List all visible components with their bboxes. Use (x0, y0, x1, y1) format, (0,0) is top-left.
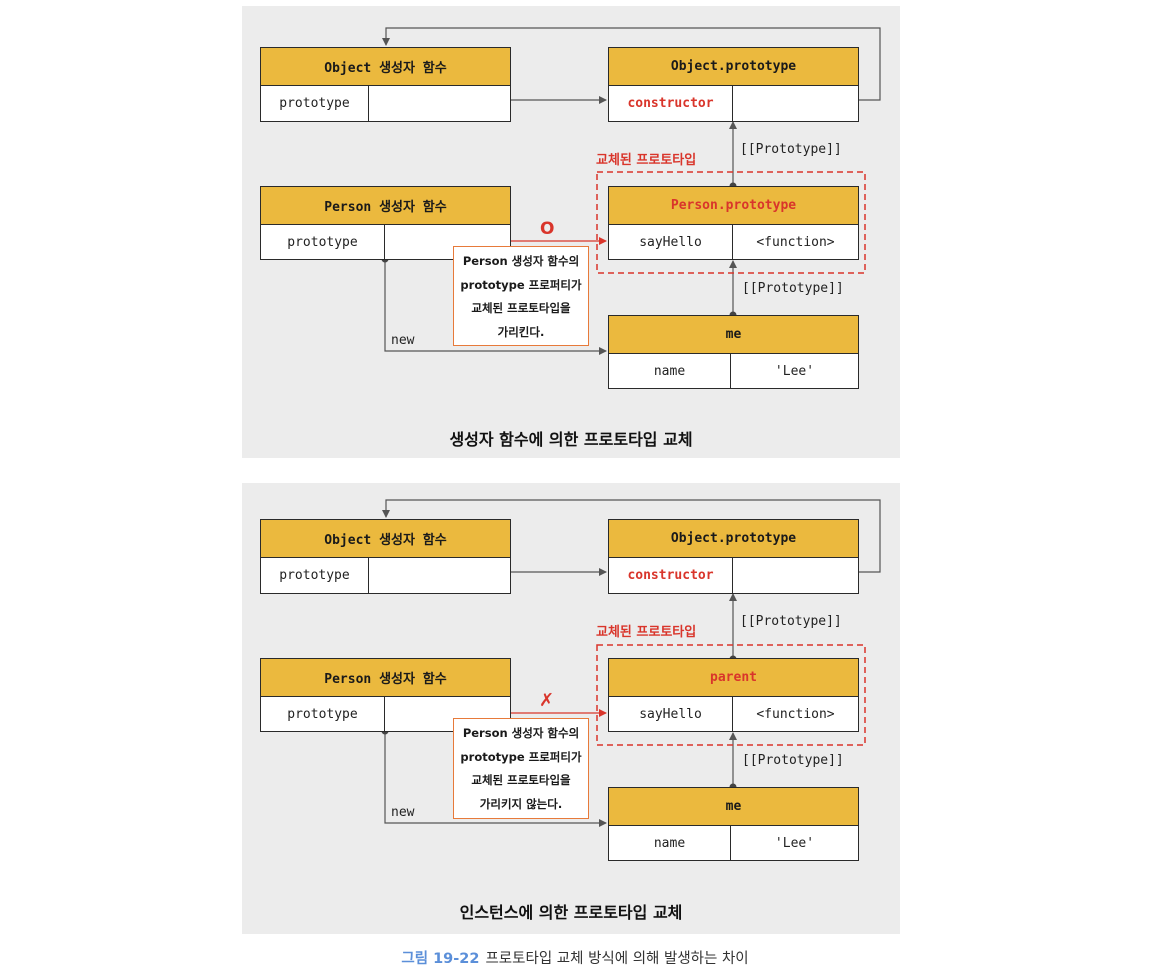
object-prototype-key: constructor (627, 96, 714, 111)
figure-caption: 그림 19-22 프로토타입 교체 방식에 의해 발생하는 차이 (0, 947, 1150, 968)
status-mark-circle: O (540, 219, 555, 239)
replaced-prototype-key: sayHello (639, 706, 702, 722)
person-constructor-key: prototype (287, 706, 358, 722)
object-prototype-title: Object.prototype (609, 520, 858, 558)
callout-line: Person 생성자 함수의 (462, 254, 580, 268)
replaced-prototype-title: Person.prototype (609, 187, 858, 225)
person-constructor-box: Person 생성자 함수 prototype (260, 186, 511, 260)
prototype-link-label: [[Prototype]] (740, 142, 842, 157)
prototype-link-label: [[Prototype]] (742, 281, 844, 296)
callout-note: Person 생성자 함수의 prototype 프로퍼티가 교체된 프로토타입… (453, 246, 589, 346)
callout-line: 교체된 프로토타입을 (471, 301, 571, 315)
callout-line: prototype 프로퍼티가 (460, 277, 582, 292)
me-instance-title: me (609, 788, 858, 826)
replaced-prototype-value: <function> (756, 234, 835, 250)
replaced-prototype-value: <function> (756, 706, 835, 722)
person-constructor-title: Person 생성자 함수 (261, 187, 510, 225)
figure-number: 그림 19-22 (401, 951, 480, 967)
object-constructor-box: Object 생성자 함수 prototype (260, 519, 511, 594)
panel-instance-replacement: Object 생성자 함수 prototype Object.prototype… (242, 483, 900, 934)
replaced-prototype-label: 교체된 프로토타입 (596, 153, 697, 168)
figure-title: 프로토타입 교체 방식에 의해 발생하는 차이 (485, 951, 749, 967)
me-instance-title: me (609, 316, 858, 354)
new-label: new (391, 333, 415, 348)
me-instance-value: 'Lee' (774, 835, 815, 851)
replaced-prototype-box: parent sayHello <function> (608, 658, 859, 732)
callout-line: 가리킨다. (497, 324, 545, 339)
prototype-link-label: [[Prototype]] (740, 614, 842, 629)
object-prototype-title: Object.prototype (609, 48, 858, 86)
me-instance-box: me name 'Lee' (608, 787, 859, 861)
replaced-prototype-key: sayHello (639, 234, 702, 250)
object-prototype-box: Object.prototype constructor (608, 519, 859, 594)
object-constructor-box: Object 생성자 함수 prototype (260, 47, 511, 122)
callout-line: 가리키지 않는다. (479, 796, 563, 811)
callout-line: Person 생성자 함수의 (462, 726, 580, 740)
me-instance-value: 'Lee' (774, 363, 815, 379)
object-constructor-key: prototype (279, 568, 350, 583)
object-constructor-title: Object 생성자 함수 (261, 48, 510, 86)
panel-constructor-replacement: Object 생성자 함수 prototype Object.prototype… (242, 6, 900, 458)
object-prototype-key: constructor (627, 568, 714, 583)
replaced-prototype-title: parent (609, 659, 858, 697)
panel-caption: 생성자 함수에 의한 프로토타입 교체 (449, 430, 693, 449)
me-instance-key: name (653, 363, 686, 379)
prototype-link-label: [[Prototype]] (742, 753, 844, 768)
callout-note: Person 생성자 함수의 prototype 프로퍼티가 교체된 프로토타입… (453, 718, 589, 819)
callout-line: 교체된 프로토타입을 (471, 773, 571, 787)
replaced-prototype-box: Person.prototype sayHello <function> (608, 186, 859, 260)
panel-caption: 인스턴스에 의한 프로토타입 교체 (459, 903, 683, 922)
object-constructor-title: Object 생성자 함수 (261, 520, 510, 558)
me-instance-key: name (653, 835, 686, 851)
replaced-prototype-label: 교체된 프로토타입 (596, 625, 697, 640)
status-mark-cross: ✗ (539, 690, 555, 711)
person-constructor-title: Person 생성자 함수 (261, 659, 510, 697)
person-constructor-key: prototype (287, 234, 358, 250)
callout-line: prototype 프로퍼티가 (460, 749, 582, 764)
object-constructor-key: prototype (279, 96, 350, 111)
object-prototype-box: Object.prototype constructor (608, 47, 859, 122)
me-instance-box: me name 'Lee' (608, 315, 859, 389)
new-label: new (391, 805, 415, 820)
